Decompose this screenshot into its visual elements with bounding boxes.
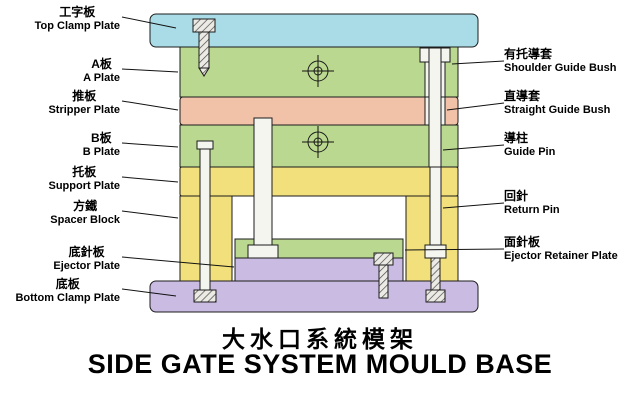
label-cn: 推板: [72, 89, 97, 103]
leader-b-plate: [121, 142, 179, 148]
center-pin-head: [247, 244, 279, 259]
label-cn: 工字板: [59, 5, 96, 19]
label-top-clamp-plate: 工字板 Top Clamp Plate: [34, 5, 120, 33]
label-cn: 回針: [504, 189, 529, 203]
leader-support: [121, 176, 179, 183]
center-pin-shaft: [253, 117, 273, 246]
stop-pin-shaft: [199, 148, 211, 291]
leader-retainer: [404, 248, 505, 251]
label-cn: 直導套: [504, 89, 541, 103]
plate-bottom-clamp: [149, 280, 479, 313]
label-en: Support Plate: [48, 179, 120, 192]
label-cn: 底板: [55, 277, 80, 291]
leader-stripper: [121, 100, 179, 111]
plate-support: [179, 166, 459, 197]
label-en: Top Clamp Plate: [34, 19, 120, 32]
bolt-hole-mark-lower: [302, 126, 334, 158]
label-cn: 方鐵: [73, 199, 98, 213]
label-cn: A板: [91, 57, 112, 71]
leader-top-clamp: [121, 16, 177, 29]
label-cn: 托板: [72, 165, 97, 179]
label-support-plate: 托板 Support Plate: [48, 165, 120, 193]
stop-pin-bottom-head: [193, 289, 217, 303]
leader-shoulder-bush: [451, 60, 505, 65]
label-en: B Plate: [82, 145, 120, 158]
label-bottom-clamp-plate: 底板 Bottom Clamp Plate: [15, 277, 120, 305]
ejector-screw-shaft: [378, 264, 389, 299]
label-stripper-plate: 推板 Stripper Plate: [48, 89, 120, 117]
label-return-pin: 回針 Return Pin: [504, 189, 560, 217]
leader-spacer: [121, 210, 179, 219]
label-en: Ejector Retainer Plate: [504, 249, 618, 262]
leader-guide-pin: [442, 144, 505, 151]
label-en: A Plate: [83, 71, 120, 84]
label-en: Ejector Plate: [53, 259, 120, 272]
plate-a: [179, 46, 459, 98]
return-pin-shaft: [429, 166, 442, 246]
label-spacer-block: 方鐵 Spacer Block: [50, 199, 120, 227]
base-screw-head: [425, 289, 446, 303]
label-guide-pin: 導柱 Guide Pin: [504, 131, 556, 159]
label-en: Straight Guide Bush: [504, 103, 611, 116]
label-ejector-plate: 底針板 Ejector Plate: [53, 245, 120, 273]
label-en: Bottom Clamp Plate: [15, 291, 120, 304]
label-cn: 導柱: [504, 131, 529, 145]
plate-stripper: [179, 96, 459, 126]
leader-bottom-clamp: [121, 288, 177, 297]
label-en: Return Pin: [504, 203, 560, 216]
label-en: Guide Pin: [504, 145, 556, 158]
label-cn: 面針板: [504, 235, 541, 249]
label-a-plate: A板 A Plate: [83, 57, 120, 85]
leader-straight-bush: [446, 102, 505, 111]
base-screw-shaft: [430, 257, 441, 291]
label-cn: 底針板: [68, 245, 105, 259]
label-en: Spacer Block: [50, 213, 120, 226]
label-ejector-retainer-plate: 面針板 Ejector Retainer Plate: [504, 235, 618, 263]
title-english: SIDE GATE SYSTEM MOULD BASE: [87, 349, 553, 379]
label-shoulder-guide-bush: 有托導套 Shoulder Guide Bush: [504, 47, 617, 75]
leader-ejector-plate: [121, 256, 235, 268]
stop-pin-top: [196, 140, 214, 150]
leader-a-plate: [121, 68, 179, 73]
label-cn: 有托導套: [504, 47, 553, 61]
title-chinese: 大水口系統模架: [222, 326, 418, 352]
bolt-hole-mark-upper: [302, 55, 334, 87]
label-en: Stripper Plate: [48, 103, 120, 116]
top-screw-shaft: [198, 31, 210, 69]
leader-return-pin: [442, 202, 505, 209]
top-screw-tip: [198, 67, 210, 77]
label-b-plate: B板 B Plate: [82, 131, 120, 159]
ejector-screw-head: [373, 252, 394, 266]
label-straight-guide-bush: 直導套 Straight Guide Bush: [504, 89, 611, 117]
top-screw-head: [192, 18, 216, 33]
guide-pin: [428, 47, 442, 168]
return-pin-head: [424, 244, 447, 259]
leader-lines: [121, 16, 505, 297]
label-cn: B板: [91, 131, 112, 145]
label-en: Shoulder Guide Bush: [504, 61, 617, 74]
